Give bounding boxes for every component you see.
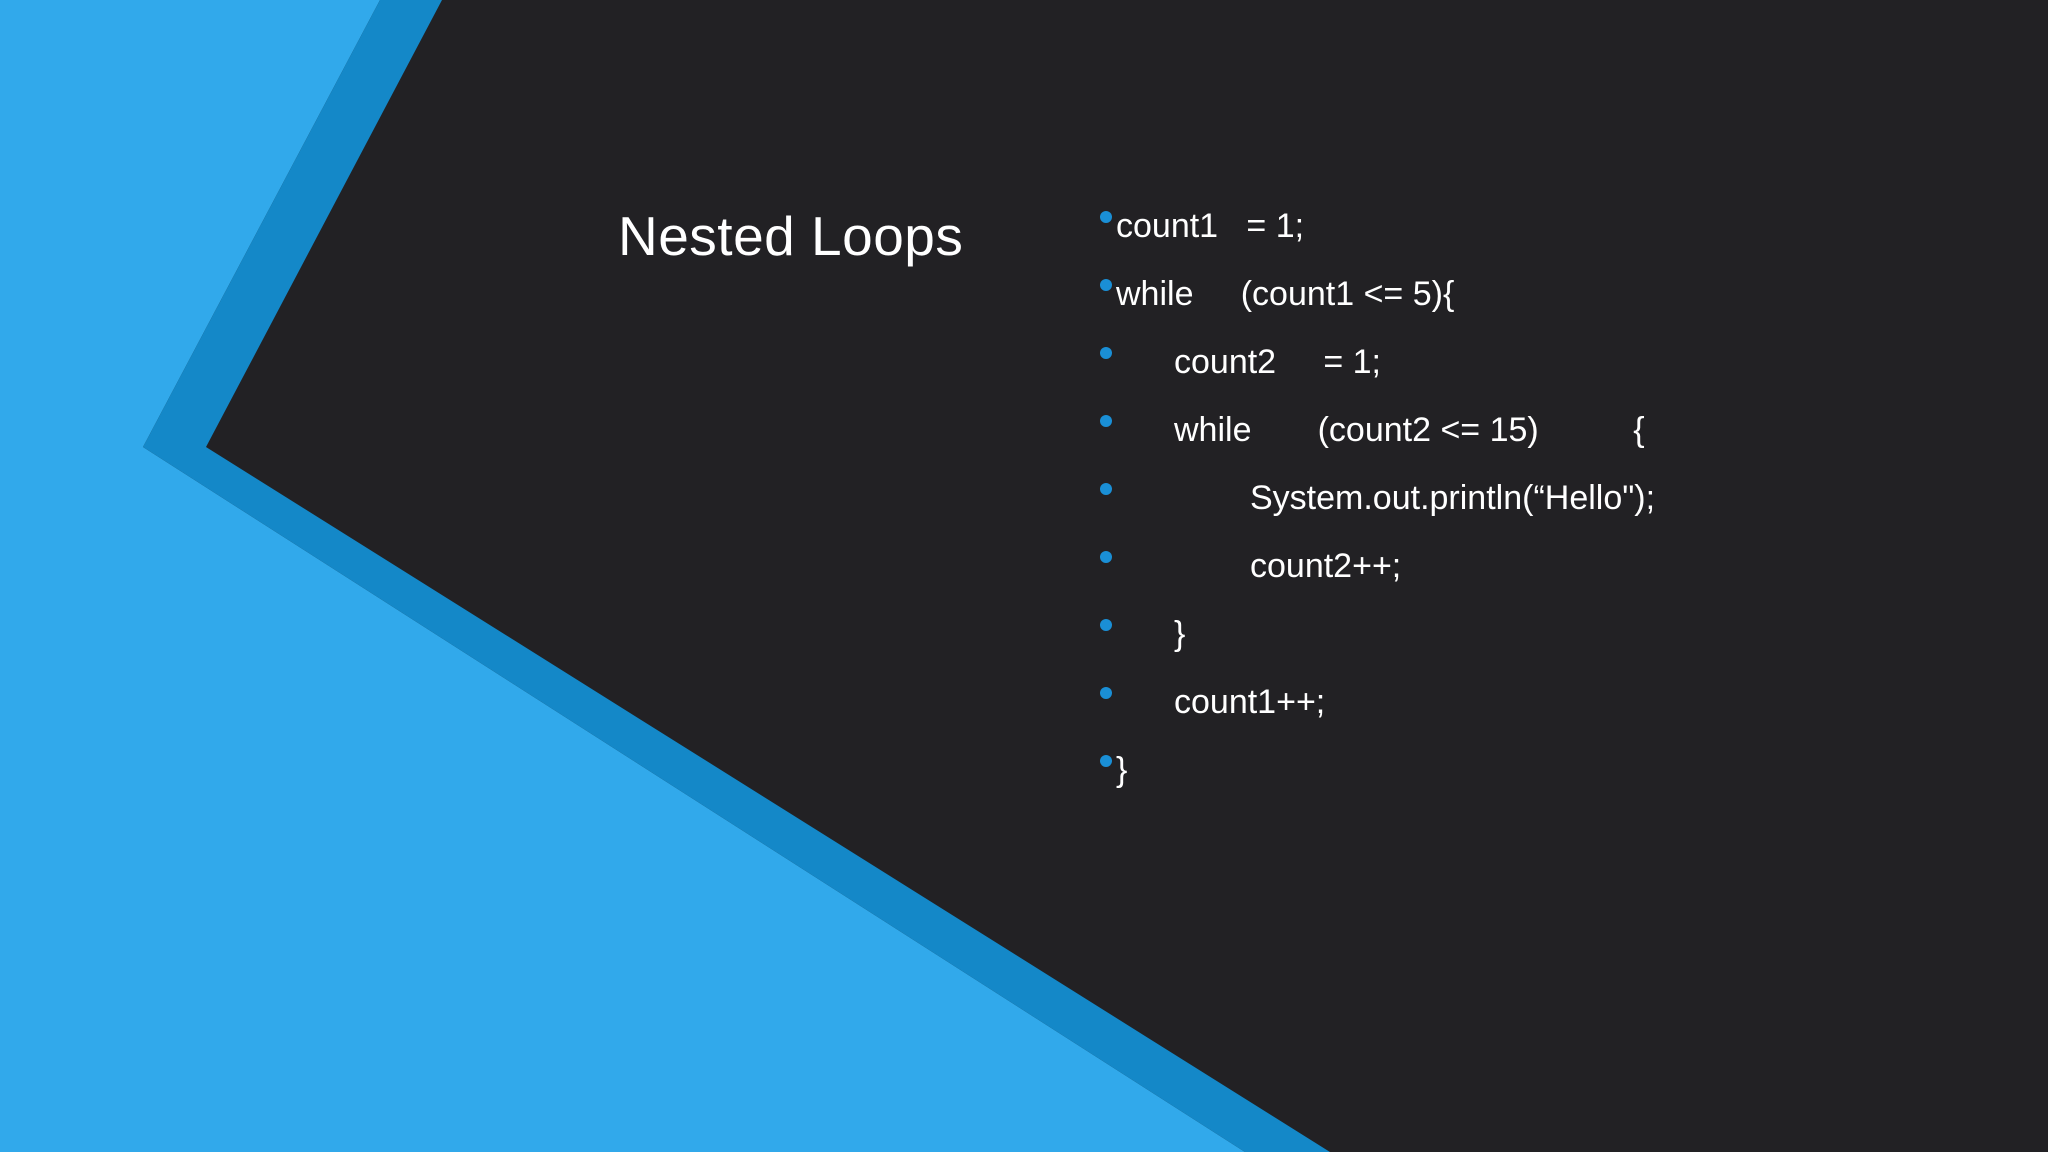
code-line-text: count1++; — [1174, 683, 1326, 721]
bullet-dot-icon — [1100, 279, 1112, 291]
bullet-dot-icon — [1100, 211, 1112, 223]
bullet-dot-icon — [1100, 687, 1112, 699]
code-line-text: count2 = 1; — [1174, 343, 1381, 381]
bullet-dot-icon — [1100, 619, 1112, 631]
code-line-text: count1 = 1; — [1116, 207, 1305, 245]
code-line-text: } — [1116, 751, 1128, 789]
slide-title: Nested Loops — [618, 205, 964, 267]
code-line-text: System.out.println(“Hello"); — [1250, 479, 1656, 517]
code-line-text: count2++; — [1250, 547, 1402, 585]
code-line-text: while (count2 <= 15) { — [1174, 411, 1645, 449]
bullet-dot-icon — [1100, 415, 1112, 427]
bullet-dot-icon — [1100, 551, 1112, 563]
code-line-text: } — [1174, 615, 1186, 653]
bullet-dot-icon — [1100, 483, 1112, 495]
light-blue-shape — [0, 0, 1245, 1152]
bullet-dot-icon — [1100, 755, 1112, 767]
bullet-dot-icon — [1100, 347, 1112, 359]
code-line-text: while (count1 <= 5){ — [1116, 275, 1455, 313]
dark-blue-stripe — [143, 0, 1330, 1152]
